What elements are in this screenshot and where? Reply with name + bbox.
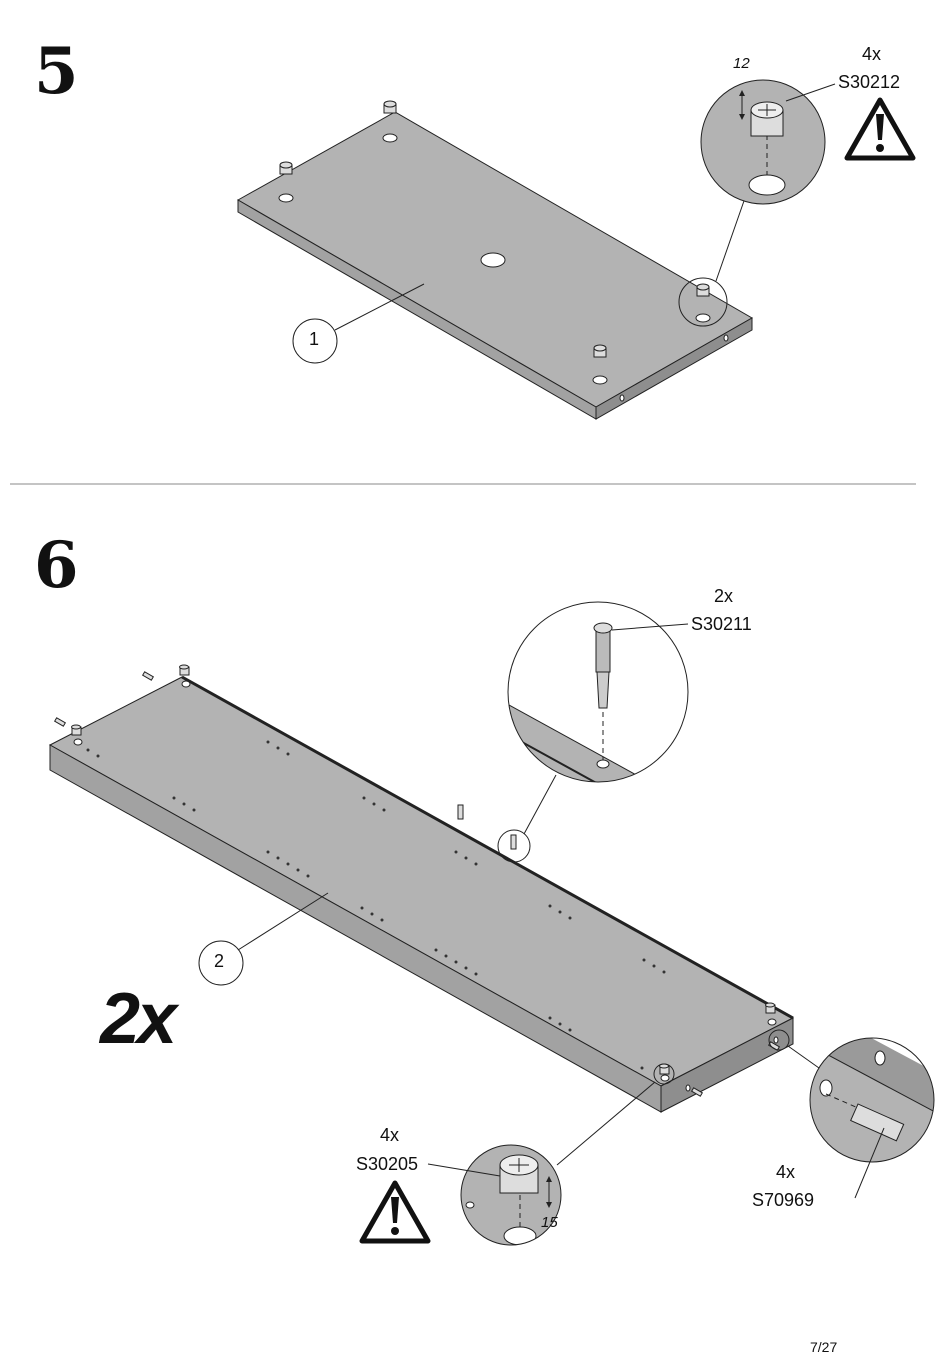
step5-panel (236, 111, 754, 420)
step5-detail-code: S30212 (838, 72, 901, 92)
step6-warning-icon (359, 1180, 431, 1244)
step6-pin-code: S70969 (752, 1190, 815, 1210)
step6-part-callout: 2 (214, 951, 225, 971)
step6-dowel-zoom-marker (497, 829, 531, 863)
step6-number: 6 (34, 528, 79, 603)
step6-pin-zoom-marker (768, 1029, 790, 1051)
step5-part-callout-circle (292, 318, 338, 364)
step6-dowel-zoom-circle (507, 601, 689, 783)
step5-detail-dimension: 12 (733, 55, 750, 72)
step6-cam-zoom-marker (653, 1063, 675, 1085)
step5-cam-locks (279, 100, 710, 358)
step6-cam-quantity: 4x (380, 1125, 400, 1145)
step6-pin-zoom-circle (809, 1037, 935, 1199)
page-number: 7/27 (810, 1339, 838, 1355)
step6-dowel-quantity: 2x (714, 586, 734, 606)
step6-multiplier: 2x (100, 979, 177, 1059)
step6-part-callout-circle (198, 940, 244, 986)
step6-panel (48, 675, 795, 1113)
step5-zoom-circle (700, 79, 836, 205)
step6-cam-dimension: 15 (541, 1214, 558, 1231)
step5-detail-quantity: 4x (862, 44, 882, 64)
step6-cam-zoom-circle (427, 1144, 562, 1246)
step5-number: 5 (34, 34, 79, 109)
step6-dowel-code: S30211 (691, 614, 752, 634)
step5-zoom-marker (678, 277, 728, 327)
step6-pin-quantity: 4x (776, 1162, 796, 1182)
step5-part-callout: 1 (309, 329, 320, 349)
step6-cam-code: S30205 (356, 1154, 419, 1174)
step5-warning-icon (844, 97, 916, 161)
